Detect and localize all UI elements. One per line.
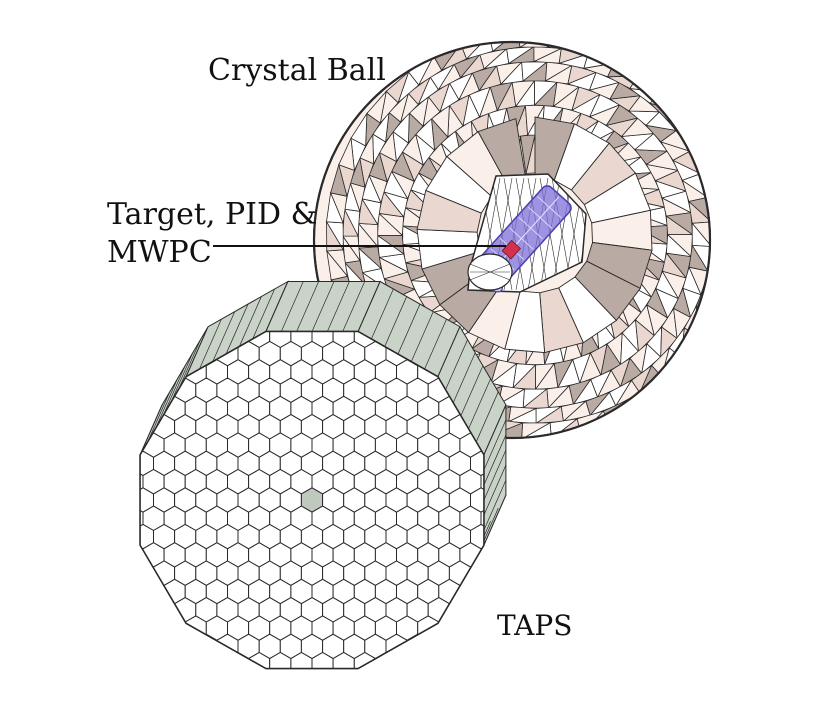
crystal-ball-facets [325,42,710,438]
target-cell-red [501,239,522,260]
taps-label: TAPS [497,609,573,642]
target-label-line1: Target, PID & [107,197,318,232]
target-pid-mwpc-assembly [467,185,572,293]
taps-detector [139,280,507,670]
crystal-ball-label: Crystal Ball [208,53,386,88]
target-label-line2: MWPC [107,235,212,270]
